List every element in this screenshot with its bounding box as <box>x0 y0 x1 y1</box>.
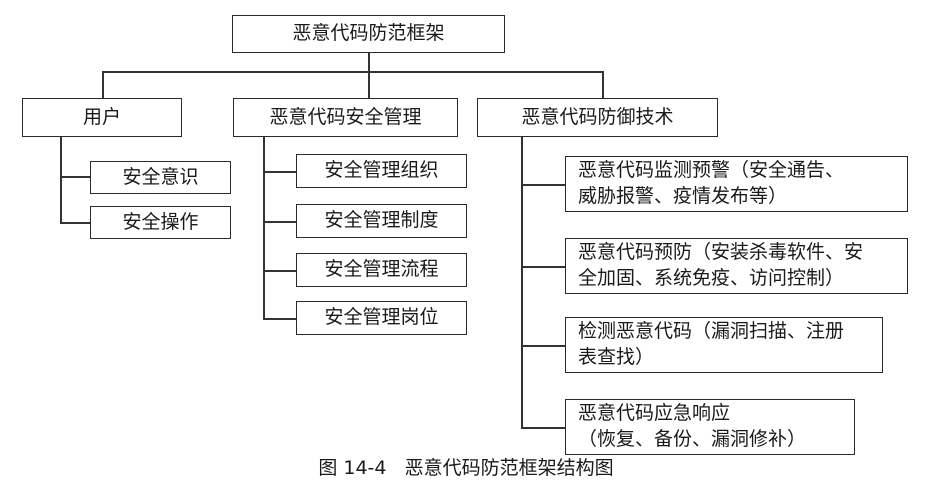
defense-child-line: 恶意代码预防（安装杀毒软件、安 <box>578 241 864 264</box>
management-child-label: 安全管理制度 <box>324 209 439 232</box>
connector-to-defense <box>602 71 604 98</box>
defense-child-line: 恶意代码监测预警（安全通告、 <box>578 159 845 182</box>
branch-label-management: 恶意代码安全管理 <box>269 105 422 128</box>
connector-defense-child-2 <box>521 345 565 347</box>
branch-box-user: 用户 <box>22 98 182 137</box>
connector-to-user <box>102 71 104 98</box>
branch-label-user: 用户 <box>82 105 121 128</box>
connector-management-spine <box>263 137 265 318</box>
connector-management-child-2 <box>263 270 296 272</box>
defense-child-box-prevention: 恶意代码预防（安装杀毒软件、安 全加固、系统免疫、访问控制） <box>565 238 908 294</box>
user-child-label: 安全操作 <box>122 210 199 233</box>
figure-title: 恶意代码防范框架结构图 <box>404 457 614 479</box>
defense-child-text: 恶意代码应急响应 （恢复、备份、漏洞修补） <box>578 401 806 452</box>
defense-child-box-detection: 检测恶意代码（漏洞扫描、注册 表查找） <box>565 317 883 373</box>
management-child-box: 安全管理流程 <box>296 253 467 287</box>
defense-child-line: 威胁报警、疫情发布等） <box>578 185 788 207</box>
branch-box-defense: 恶意代码防御技术 <box>477 98 718 137</box>
management-child-label: 安全管理岗位 <box>324 306 439 329</box>
connector-management-child-3 <box>263 318 296 320</box>
management-child-label: 安全管理流程 <box>324 258 439 281</box>
connector-top-bus <box>102 71 602 73</box>
defense-child-text: 恶意代码预防（安装杀毒软件、安 全加固、系统免疫、访问控制） <box>578 240 863 291</box>
defense-child-line: 检测恶意代码（漏洞扫描、注册 <box>578 320 845 343</box>
root-box: 恶意代码防范框架 <box>232 15 505 53</box>
connector-defense-child-1 <box>521 266 565 268</box>
defense-child-line: （恢复、备份、漏洞修补） <box>578 428 807 450</box>
connector-defense-spine <box>521 137 523 427</box>
connector-user-child-1 <box>60 222 90 224</box>
connector-management-child-0 <box>263 171 296 173</box>
defense-child-text: 检测恶意代码（漏洞扫描、注册 表查找） <box>578 319 844 370</box>
connector-user-spine <box>60 137 62 222</box>
branch-box-management: 恶意代码安全管理 <box>233 98 458 137</box>
connector-defense-child-0 <box>521 184 565 186</box>
figure-caption: 图 14-4 恶意代码防范框架结构图 <box>0 453 932 480</box>
connector-defense-child-3 <box>521 427 565 429</box>
defense-child-line: 全加固、系统免疫、访问控制） <box>578 267 845 289</box>
management-child-box: 安全管理制度 <box>296 204 467 238</box>
connector-root-down <box>368 53 370 71</box>
defense-child-line: 表查找） <box>578 346 655 368</box>
root-label: 恶意代码防范框架 <box>292 22 445 45</box>
user-child-box: 安全意识 <box>90 161 231 194</box>
management-child-box: 安全管理岗位 <box>296 301 467 335</box>
user-child-label: 安全意识 <box>122 165 199 188</box>
connector-management-child-1 <box>263 221 296 223</box>
management-child-label: 安全管理组织 <box>324 159 439 182</box>
user-child-box: 安全操作 <box>90 206 231 239</box>
branch-label-defense: 恶意代码防御技术 <box>521 105 674 128</box>
defense-child-box-monitoring: 恶意代码监测预警（安全通告、 威胁报警、疫情发布等） <box>565 156 908 212</box>
defense-child-box-response: 恶意代码应急响应 （恢复、备份、漏洞修补） <box>565 399 855 455</box>
management-child-box: 安全管理组织 <box>296 154 467 188</box>
figure-number: 图 14-4 <box>318 457 387 479</box>
connector-to-management <box>368 71 370 98</box>
defense-child-line: 恶意代码应急响应 <box>578 402 731 425</box>
defense-child-text: 恶意代码监测预警（安全通告、 威胁报警、疫情发布等） <box>578 158 844 209</box>
connector-user-child-0 <box>60 176 90 178</box>
